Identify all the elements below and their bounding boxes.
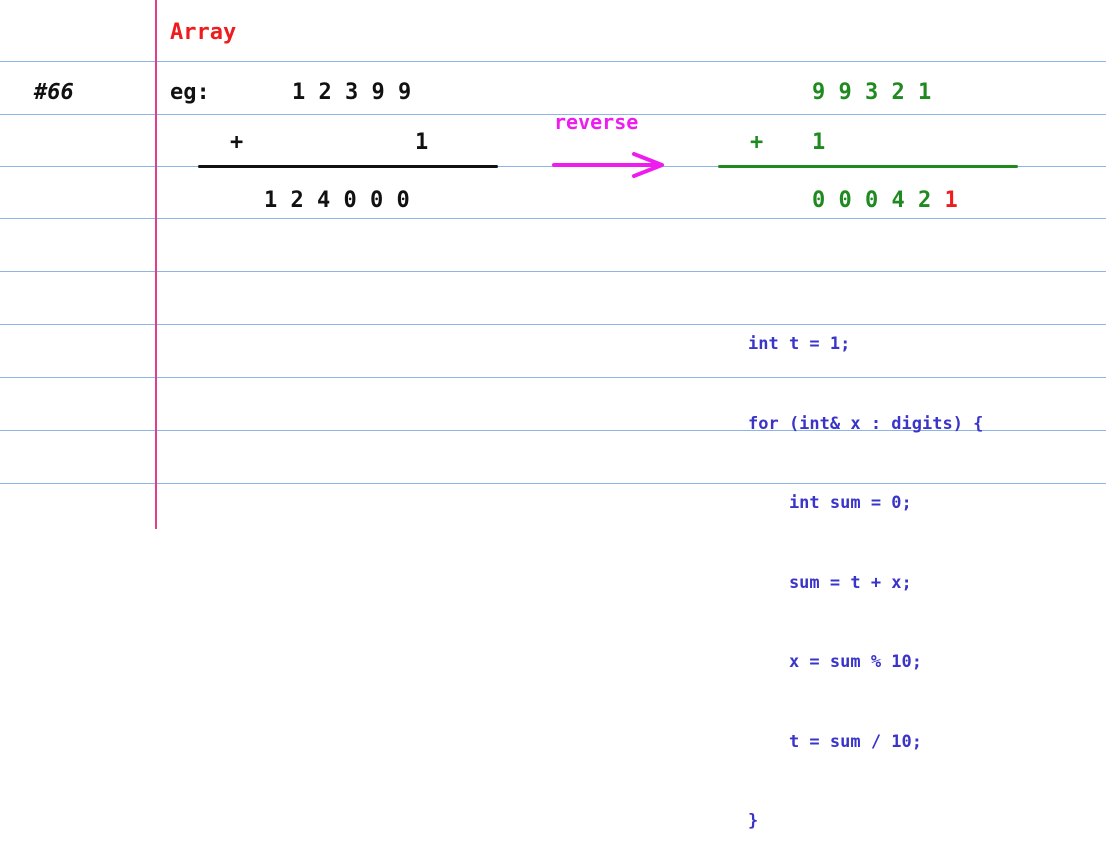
example-sum-rule bbox=[198, 165, 498, 168]
reversed-operand: 9 9 3 2 1 bbox=[812, 80, 932, 105]
ruled-line bbox=[0, 430, 1106, 431]
code-line: } bbox=[748, 811, 759, 831]
code-line: t = sum / 10; bbox=[748, 731, 922, 752]
ruled-line bbox=[0, 324, 1106, 325]
reversed-result: 0 0 0 4 2 1 bbox=[812, 188, 958, 213]
code-block: int t = 1; for (int& x : digits) { int s… bbox=[748, 278, 983, 861]
ruled-line bbox=[0, 271, 1106, 272]
ruled-line bbox=[0, 218, 1106, 219]
problem-number: #66 bbox=[34, 80, 74, 105]
carry-digit: 1 bbox=[944, 188, 958, 213]
reversed-result-digits: 0 0 0 4 2 bbox=[812, 188, 945, 213]
reverse-label: reverse bbox=[554, 110, 639, 134]
reversed-addend: 1 bbox=[812, 130, 826, 155]
ruled-line bbox=[0, 114, 1106, 115]
page-title: Array bbox=[170, 20, 237, 45]
example-prefix: eg: bbox=[170, 80, 210, 105]
ruled-line bbox=[0, 483, 1106, 484]
example-operand: 1 2 3 9 9 bbox=[292, 80, 412, 105]
ruled-line bbox=[0, 61, 1106, 62]
example-plus: + bbox=[230, 130, 244, 155]
code-line: x = sum % 10; bbox=[748, 652, 922, 672]
right-arrow-icon bbox=[552, 152, 664, 178]
code-line: sum = t + x; bbox=[748, 572, 912, 593]
code-line: for (int& x : digits) { bbox=[748, 413, 984, 434]
code-line: int t = 1; bbox=[748, 334, 851, 354]
example-result: 1 2 4 0 0 0 bbox=[264, 188, 410, 213]
reversed-sum-rule bbox=[718, 165, 1018, 168]
code-line: int sum = 0; bbox=[748, 493, 912, 513]
example-addend: 1 bbox=[415, 130, 429, 155]
margin-line bbox=[155, 0, 157, 529]
reversed-plus: + bbox=[750, 130, 764, 155]
ruled-line bbox=[0, 377, 1106, 378]
